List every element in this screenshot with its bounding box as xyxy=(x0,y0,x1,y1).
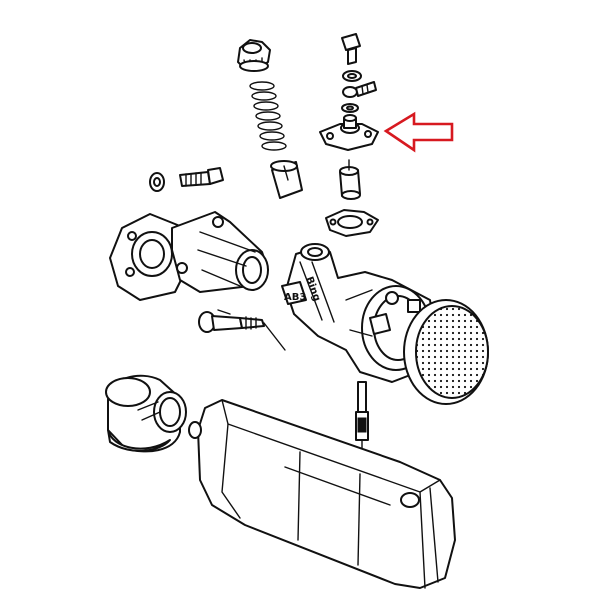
float xyxy=(339,159,361,200)
union-nut xyxy=(105,374,187,453)
main-jet xyxy=(355,381,369,449)
air-filter xyxy=(403,299,489,405)
float-chamber-cover xyxy=(319,114,379,151)
bolt-and-washer xyxy=(149,167,224,192)
intake-flange xyxy=(109,211,269,301)
float-needle-stack xyxy=(341,33,377,113)
cover-gasket xyxy=(325,209,379,237)
idle-mixture-screw xyxy=(198,309,286,351)
body-badge-text: AB3 xyxy=(284,292,306,303)
throttle-slide-assembly xyxy=(237,39,303,199)
highlight-arrow xyxy=(383,111,454,153)
slide-spring xyxy=(249,81,287,151)
float-bowl xyxy=(188,399,456,589)
